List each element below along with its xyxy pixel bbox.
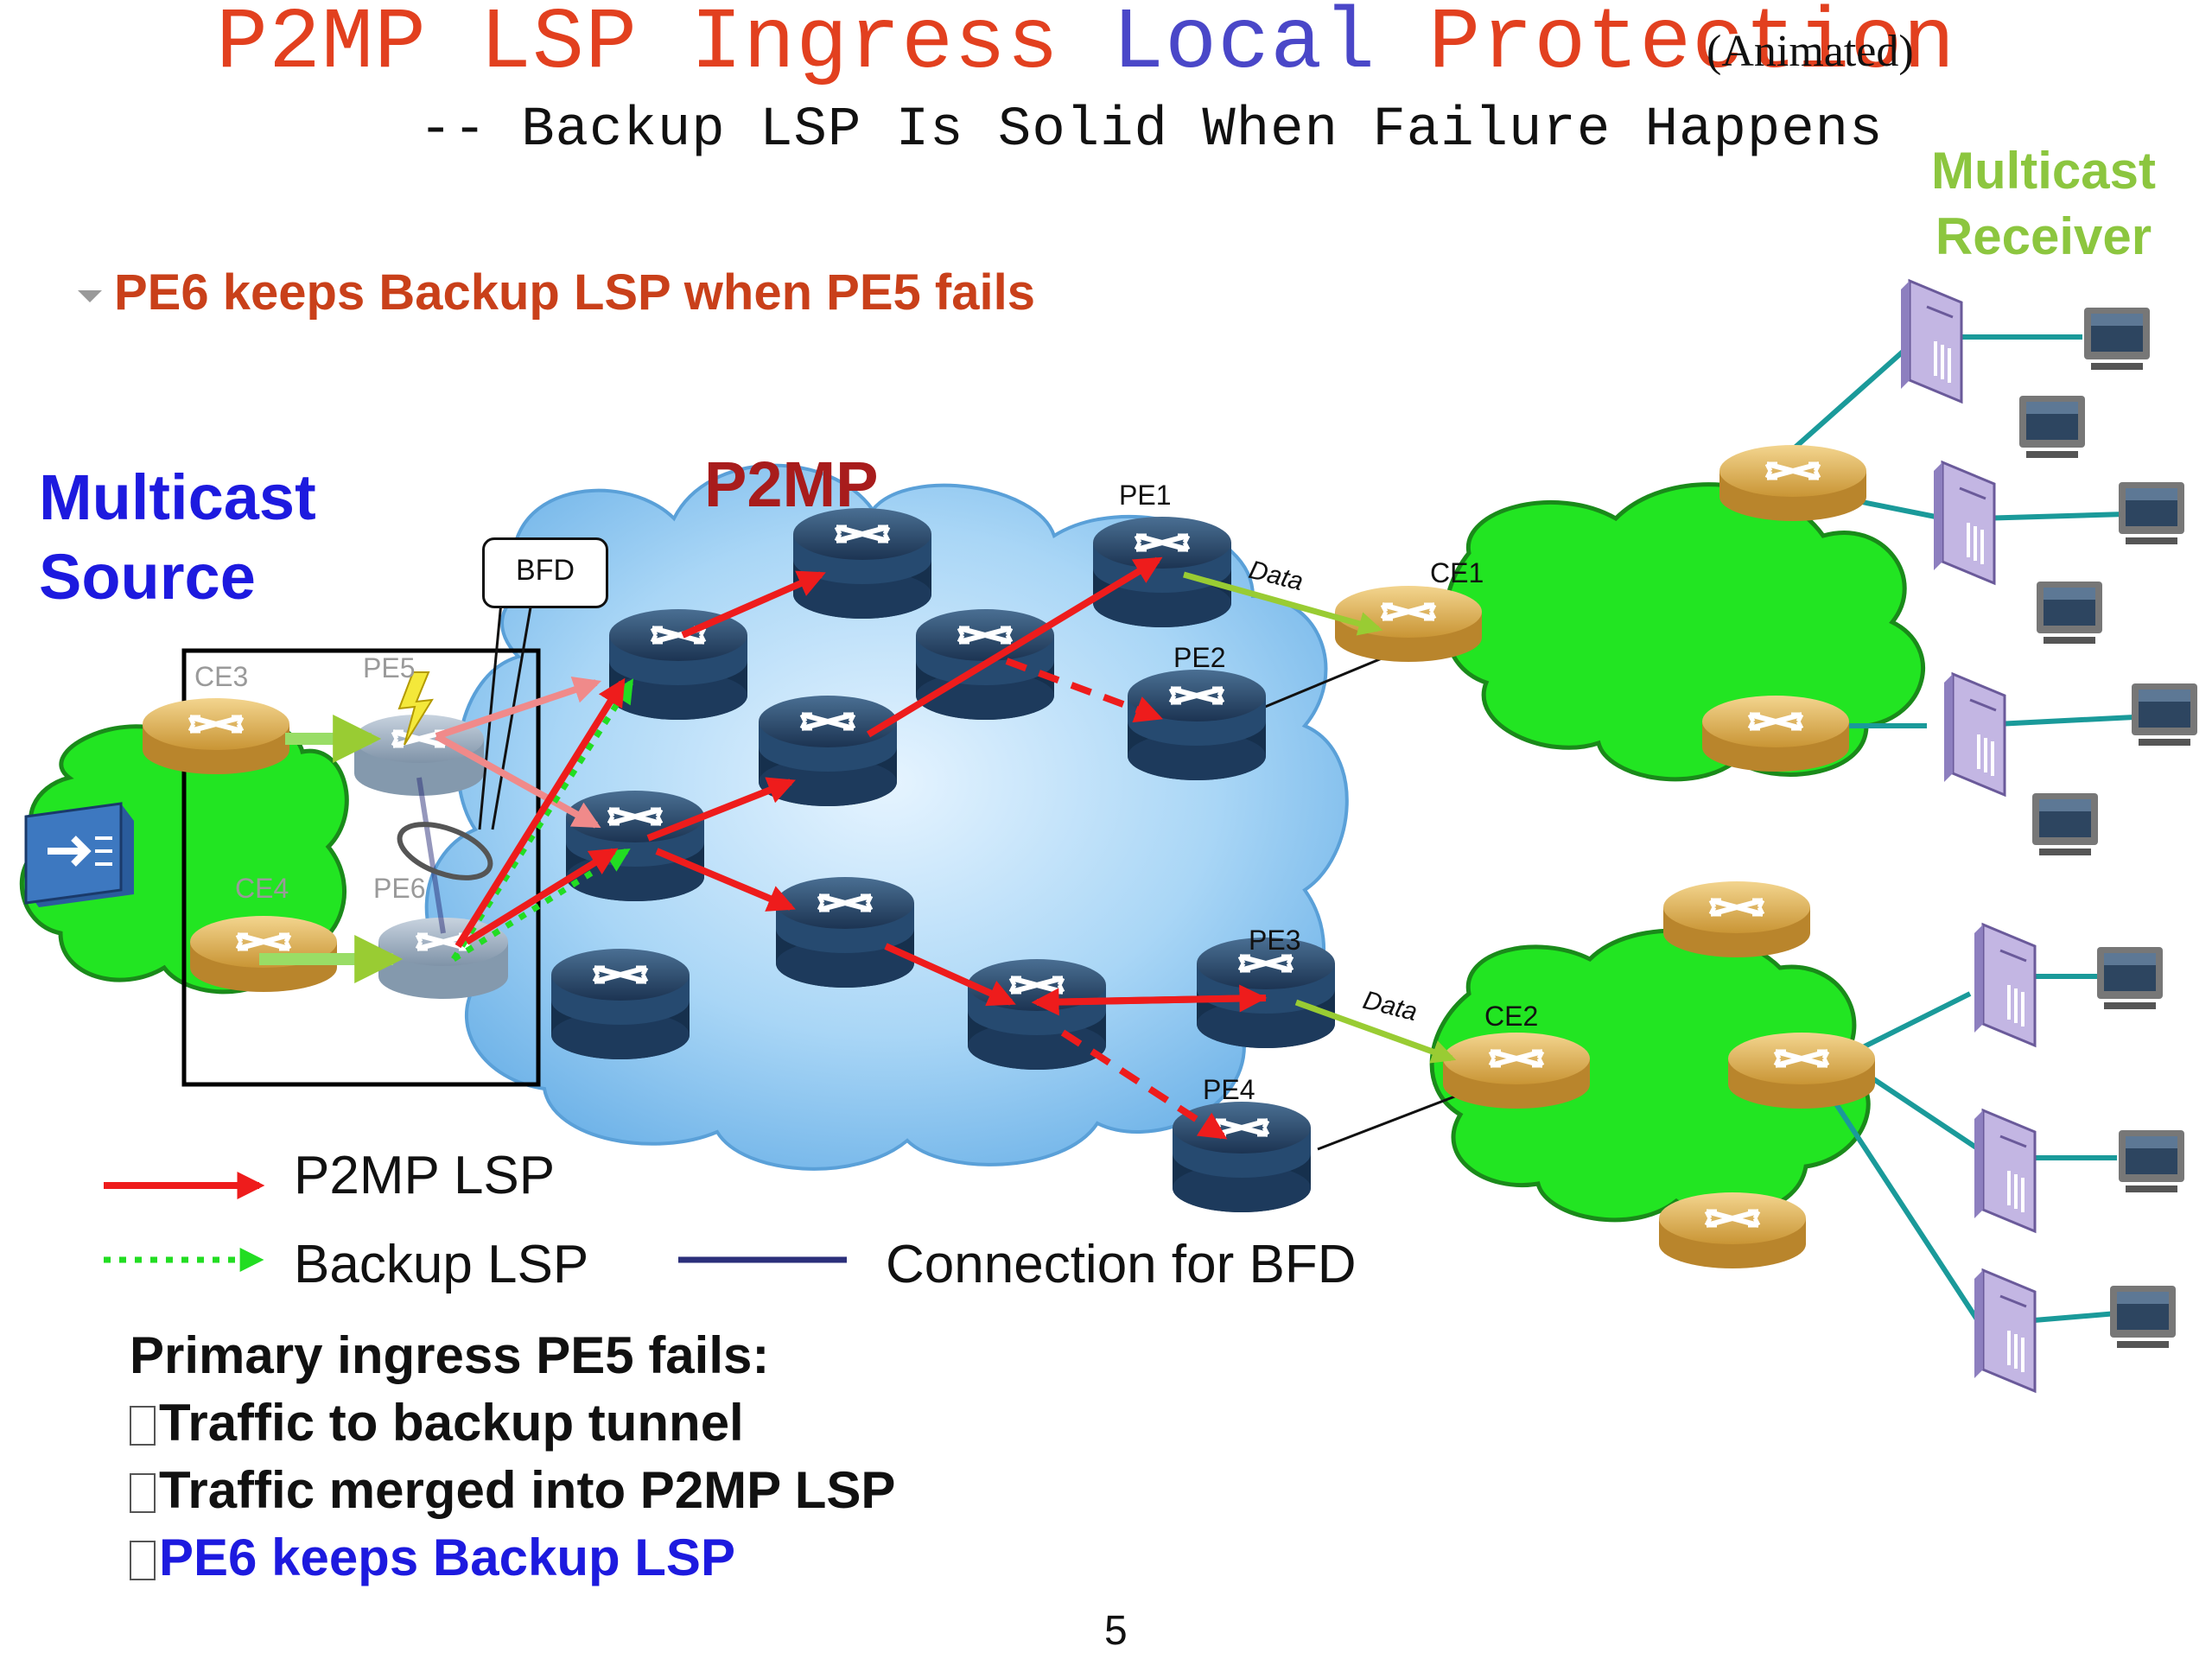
- notes-item-2: Traffic merged into P2MP LSP: [130, 1457, 895, 1524]
- legend-backup-lsp: Backup LSP: [294, 1235, 589, 1294]
- backup-lsp-2: [452, 849, 631, 962]
- receiver-switch-6: [1973, 1268, 2037, 1393]
- label-ce3: CE3: [194, 661, 249, 692]
- router-ce2: [1443, 1033, 1590, 1109]
- ingress-box: [181, 648, 541, 1087]
- title-part-2: Local: [1112, 0, 1376, 93]
- legend-p2mp-lsp: P2MP LSP: [294, 1146, 556, 1205]
- router-core-bottom-left: [551, 949, 690, 1059]
- subtitle: -- Backup LSP Is Solid When Failure Happ…: [419, 99, 1884, 162]
- receiver-switch-4: [1973, 923, 2037, 1047]
- label-pe2: PE2: [1173, 642, 1226, 673]
- notes-item-1-text: Traffic to backup tunnel: [159, 1394, 744, 1452]
- bullet-text: PE6 keeps Backup LSP when PE5 fails: [114, 264, 1035, 321]
- multicast-source-label: Multicast Source: [39, 461, 316, 613]
- notes: Primary ingress PE5 fails: Traffic to ba…: [130, 1322, 895, 1592]
- legend-bfd-connection: Connection for BFD: [886, 1235, 1357, 1294]
- router-rcv-2: [1702, 696, 1849, 772]
- title-part-3: Protection: [1428, 0, 1956, 93]
- bfd-callout-box: BFD: [482, 537, 608, 608]
- receiver-monitor-9: [2110, 1286, 2176, 1348]
- page-title: P2MP LSP Ingress Local Protection: [216, 0, 1955, 90]
- receiver-cloud-2: [1429, 928, 1871, 1223]
- bfd-connection: [416, 777, 446, 934]
- router-rcv-1: [1719, 445, 1866, 521]
- multicast-receiver-label: Multicast Receiver: [1930, 142, 2157, 265]
- receiver-monitor-7: [2097, 947, 2163, 1009]
- title-part-1: P2MP LSP Ingress: [216, 0, 1060, 93]
- receiver-switch-1: [1899, 279, 1963, 404]
- label-ce2: CE2: [1484, 1001, 1539, 1032]
- receiver-monitor-3: [2119, 482, 2184, 544]
- router-core-left-mid: [566, 791, 704, 901]
- receiver-monitor-1: [2084, 308, 2150, 370]
- data-pe3-ce2: [1294, 999, 1457, 1064]
- label-pe3: PE3: [1249, 925, 1301, 956]
- router-core-top: [793, 508, 931, 619]
- label-pe1: PE1: [1119, 480, 1172, 511]
- receiver-switch-2: [1932, 461, 1996, 585]
- router-pe2: [1128, 670, 1266, 780]
- p2mp-lsp-pe5-faded-1: [435, 676, 602, 740]
- page-number: 5: [1104, 1608, 1128, 1654]
- router-core-left-upper: [609, 609, 747, 720]
- p2mp-lsp: [454, 556, 1268, 1016]
- receiver-monitor-2: [2019, 396, 2085, 458]
- notes-item-1: Traffic to backup tunnel: [130, 1389, 895, 1457]
- receiver-switch-3: [1942, 672, 2006, 797]
- label-ce4: CE4: [235, 873, 289, 904]
- p2mp-lsp-pe5-faded-2: [435, 733, 601, 829]
- router-core-low-mid: [776, 877, 914, 988]
- p2mp-lsp-dashed: [1005, 658, 1228, 1140]
- multicast-source-device: [24, 802, 134, 907]
- box-glyph-icon: [130, 1541, 156, 1580]
- label-ce1: CE1: [1430, 557, 1484, 588]
- failure-lightning-icon: [397, 671, 434, 746]
- bullet-triangle-icon: [78, 289, 102, 302]
- box-glyph-icon: [130, 1473, 156, 1513]
- data-pe1-ce1: [1183, 571, 1383, 636]
- p2mp-label: P2MP: [704, 448, 879, 520]
- notes-heading: Primary ingress PE5 fails:: [130, 1326, 770, 1384]
- receiver-monitor-8: [2119, 1130, 2184, 1192]
- receiver-cloud-1: [1442, 482, 1926, 782]
- receiver-switch-5: [1973, 1109, 2037, 1233]
- receiver-monitor-5: [2132, 683, 2197, 746]
- router-rcv-3: [1663, 881, 1810, 957]
- label-pe5: PE5: [363, 652, 416, 683]
- bfd-ring: [397, 822, 493, 880]
- bullet-point: PE6 keeps Backup LSP when PE5 fails: [78, 264, 1035, 321]
- label-pe6: PE6: [373, 873, 426, 904]
- title-note: (Animated): [1707, 27, 1914, 76]
- notes-item-3: PE6 keeps Backup LSP: [130, 1524, 895, 1592]
- label-pe4: PE4: [1203, 1074, 1255, 1105]
- receiver-monitor-4: [2037, 582, 2102, 644]
- router-ce3: [143, 698, 289, 774]
- receiver-monitor-6: [2032, 793, 2098, 855]
- box-glyph-icon: [130, 1406, 156, 1446]
- notes-item-3-text: PE6 keeps Backup LSP: [159, 1529, 735, 1586]
- notes-item-2-text: Traffic merged into P2MP LSP: [159, 1461, 896, 1519]
- router-pe1: [1093, 517, 1231, 627]
- router-rcv-4: [1728, 1033, 1875, 1109]
- router-core-bottom-mid: [968, 959, 1106, 1070]
- router-rcv-5: [1659, 1192, 1806, 1268]
